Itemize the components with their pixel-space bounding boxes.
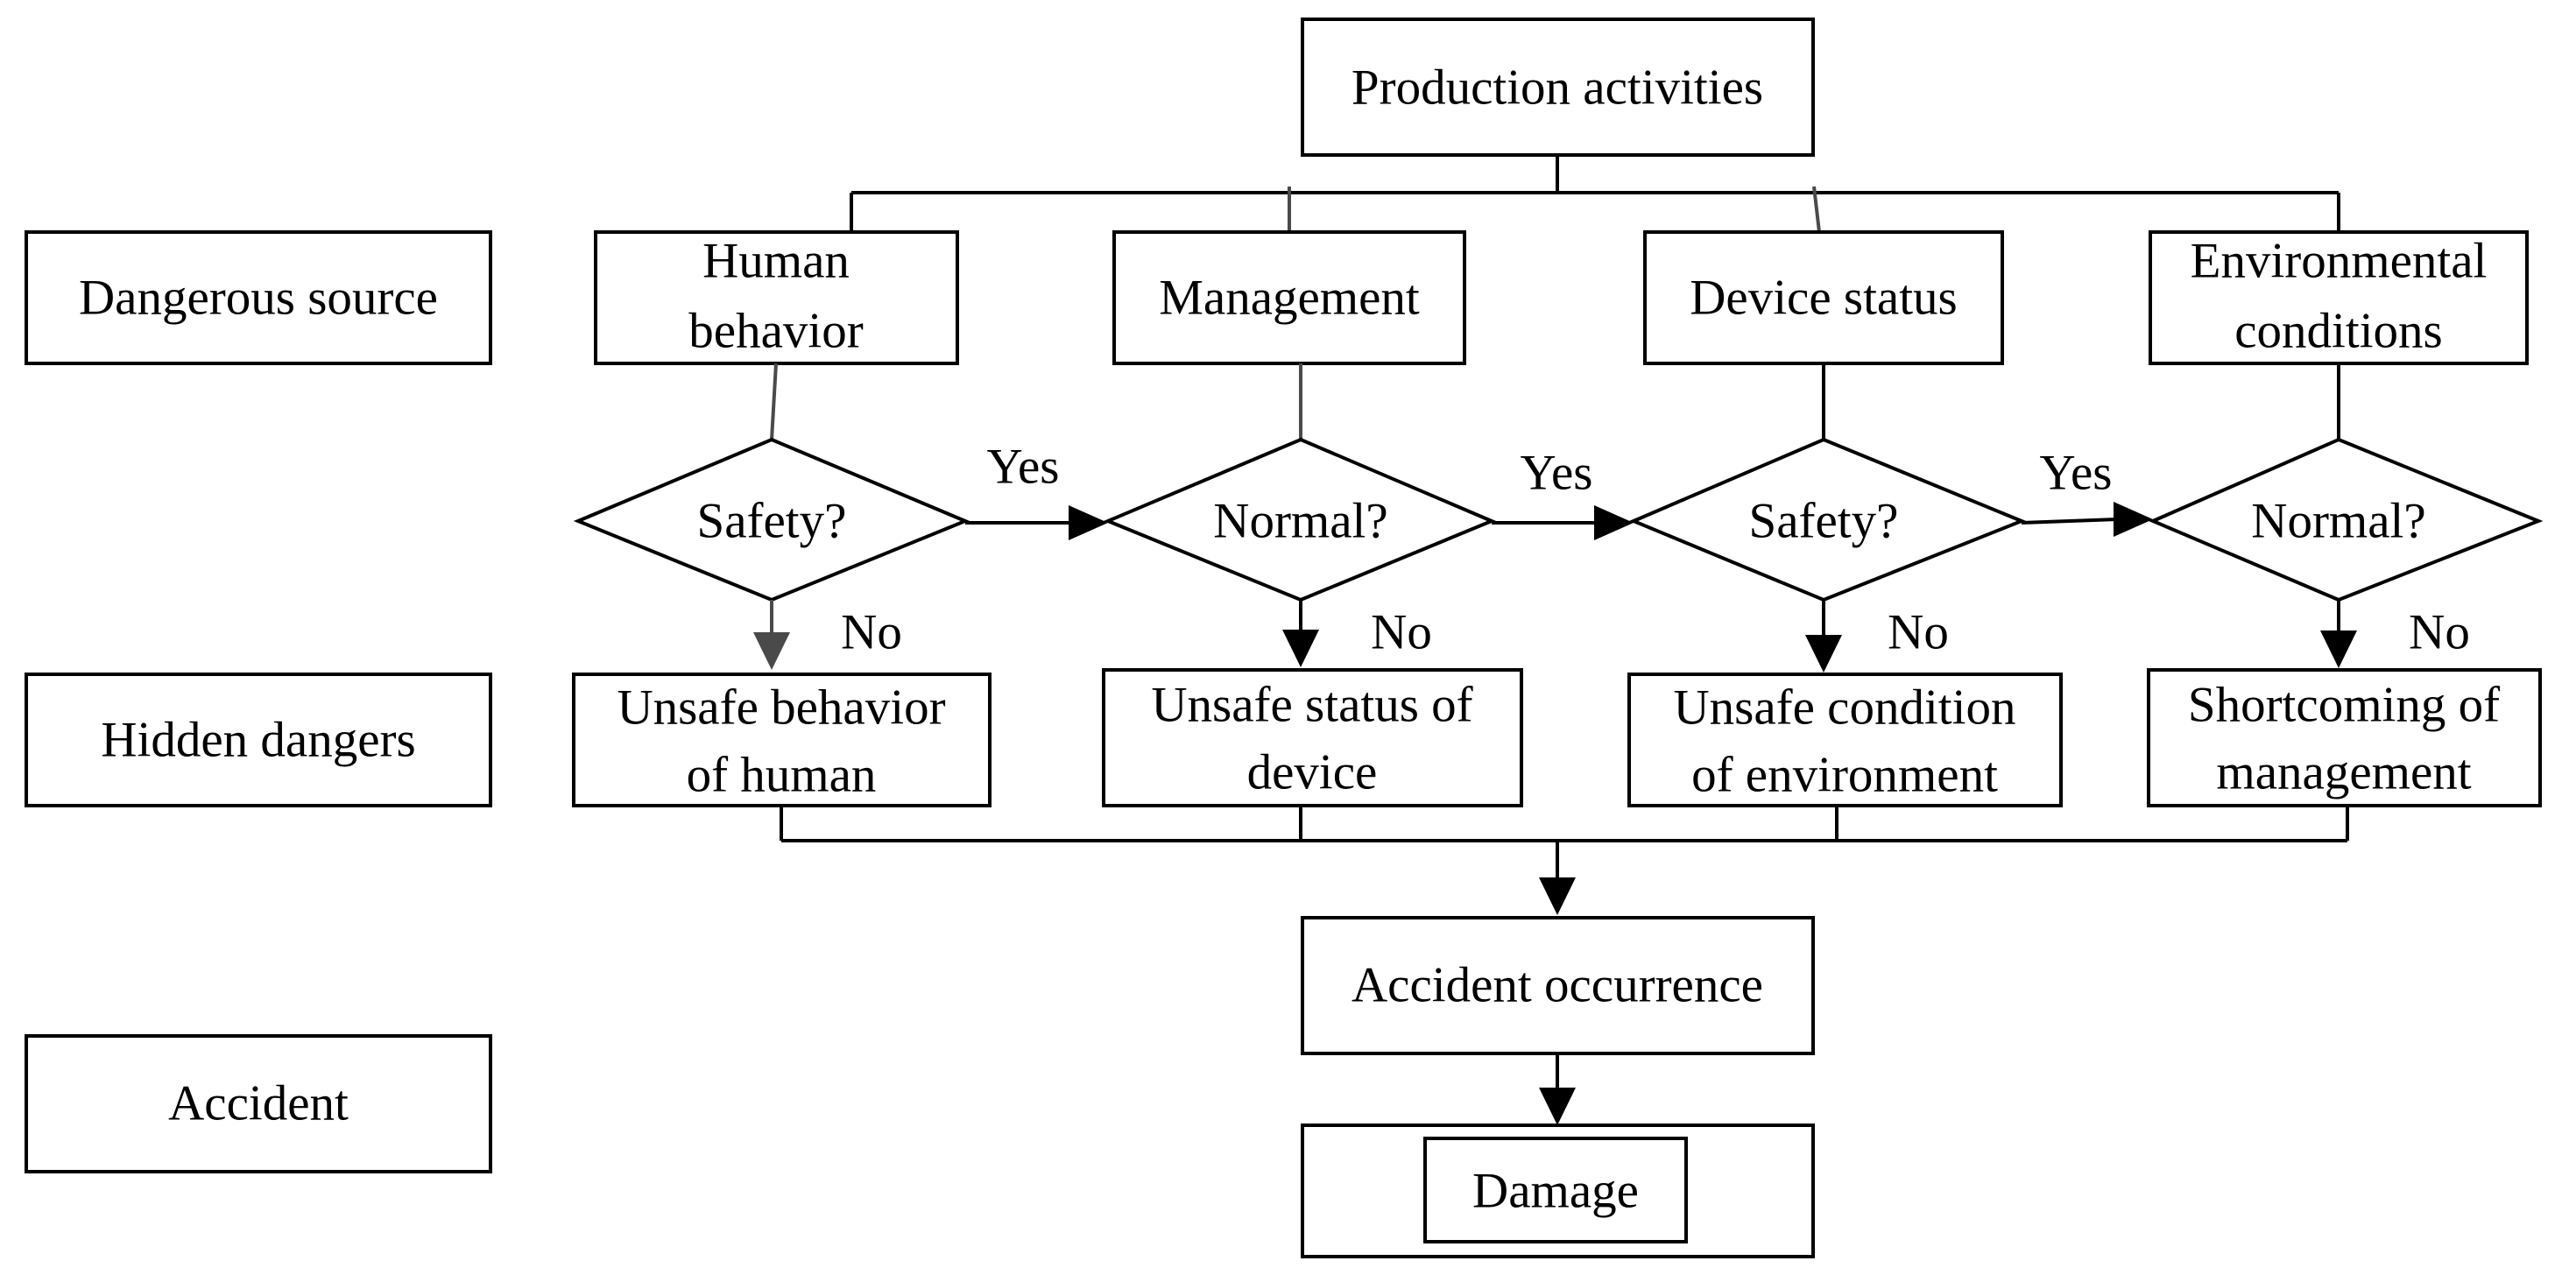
source-human-line1: Human xyxy=(702,234,850,289)
source-box-environmental-conditions: Environmental conditions xyxy=(2149,230,2529,365)
yes-arrow-2 xyxy=(1492,505,1634,540)
decision-diamond-3: Safety? xyxy=(1628,437,2027,602)
no-arrow-1 xyxy=(753,600,790,670)
no-label-1: No xyxy=(841,605,902,660)
hazard-box-unsafe-condition: Unsafe condition of environment xyxy=(1627,673,2063,807)
decision-diamond-4: Normal? xyxy=(2148,437,2544,602)
accident-occurrence-box: Accident occurrence xyxy=(1301,916,1815,1055)
no-label-3: No xyxy=(1888,605,1949,660)
accident-occurrence-text: Accident occurrence xyxy=(1352,958,1763,1013)
decision-1-text: Safety? xyxy=(697,494,847,549)
source-box-human-behavior: Human behavior xyxy=(594,230,959,365)
hazard-2-line2: device xyxy=(1247,745,1378,800)
arrow-to-damage xyxy=(1539,1053,1576,1125)
hazard-1-line2: of human xyxy=(687,748,877,803)
source-box-device-status: Device status xyxy=(1643,230,2004,365)
damage-box: Damage xyxy=(1301,1124,1815,1258)
decision-diamond-1: Safety? xyxy=(573,437,970,602)
no-label-4: No xyxy=(2409,605,2470,660)
stage-label-hidden-text: Hidden dangers xyxy=(101,713,415,768)
source-management-text: Management xyxy=(1159,271,1420,326)
yes-label-2: Yes xyxy=(1521,446,1593,501)
source-device-text: Device status xyxy=(1690,271,1957,326)
stage-label-accident-text: Accident xyxy=(168,1076,349,1131)
source-environment-line2: conditions xyxy=(2234,304,2443,359)
no-arrow-2 xyxy=(1282,600,1319,667)
source-environment-line1: Environmental xyxy=(2191,234,2488,289)
hazard-box-shortcoming: Shortcoming of management xyxy=(2147,668,2542,807)
stage-label-dangerous-source: Dangerous source xyxy=(25,230,492,365)
decision-2-text: Normal? xyxy=(1213,494,1387,549)
decision-3-text: Safety? xyxy=(1749,494,1899,549)
production-activities-text: Production activities xyxy=(1352,60,1763,116)
hazard-4-line1: Shortcoming of xyxy=(2188,678,2500,733)
hazard-2-line1: Unsafe status of xyxy=(1151,678,1472,733)
top-connectors xyxy=(850,155,2340,233)
stage-label-source-text: Dangerous source xyxy=(79,271,438,326)
hazard-4-line2: management xyxy=(2216,745,2471,800)
hazard-3-line1: Unsafe condition xyxy=(1674,680,2016,736)
stage-label-hidden-dangers: Hidden dangers xyxy=(25,673,492,807)
yes-label-3: Yes xyxy=(2040,446,2113,501)
no-arrow-3 xyxy=(1805,600,1842,673)
hazard-collector-connectors xyxy=(780,806,2349,842)
yes-arrow-3 xyxy=(2021,502,2153,537)
yes-label-1: Yes xyxy=(987,440,1060,495)
source-box-management: Management xyxy=(1112,230,1466,365)
source-human-line2: behavior xyxy=(688,304,863,359)
damage-text: Damage xyxy=(1472,1164,1639,1219)
hazard-box-unsafe-status: Unsafe status of device xyxy=(1102,668,1523,807)
decision-diamond-2: Normal? xyxy=(1103,437,1497,602)
arrow-to-accident-occurrence xyxy=(1539,841,1576,915)
no-label-2: No xyxy=(1371,605,1432,660)
hazard-box-unsafe-behavior: Unsafe behavior of human xyxy=(572,673,992,807)
yes-arrow-1 xyxy=(965,505,1108,540)
stage-label-accident: Accident xyxy=(25,1034,492,1173)
hazard-3-line2: of environment xyxy=(1691,748,1998,803)
production-activities-box: Production activities xyxy=(1301,18,1815,157)
hazard-1-line1: Unsafe behavior xyxy=(617,680,945,736)
source-to-decision-connectors xyxy=(770,363,2340,440)
no-arrow-4 xyxy=(2320,600,2357,668)
decision-4-text: Normal? xyxy=(2251,494,2425,549)
